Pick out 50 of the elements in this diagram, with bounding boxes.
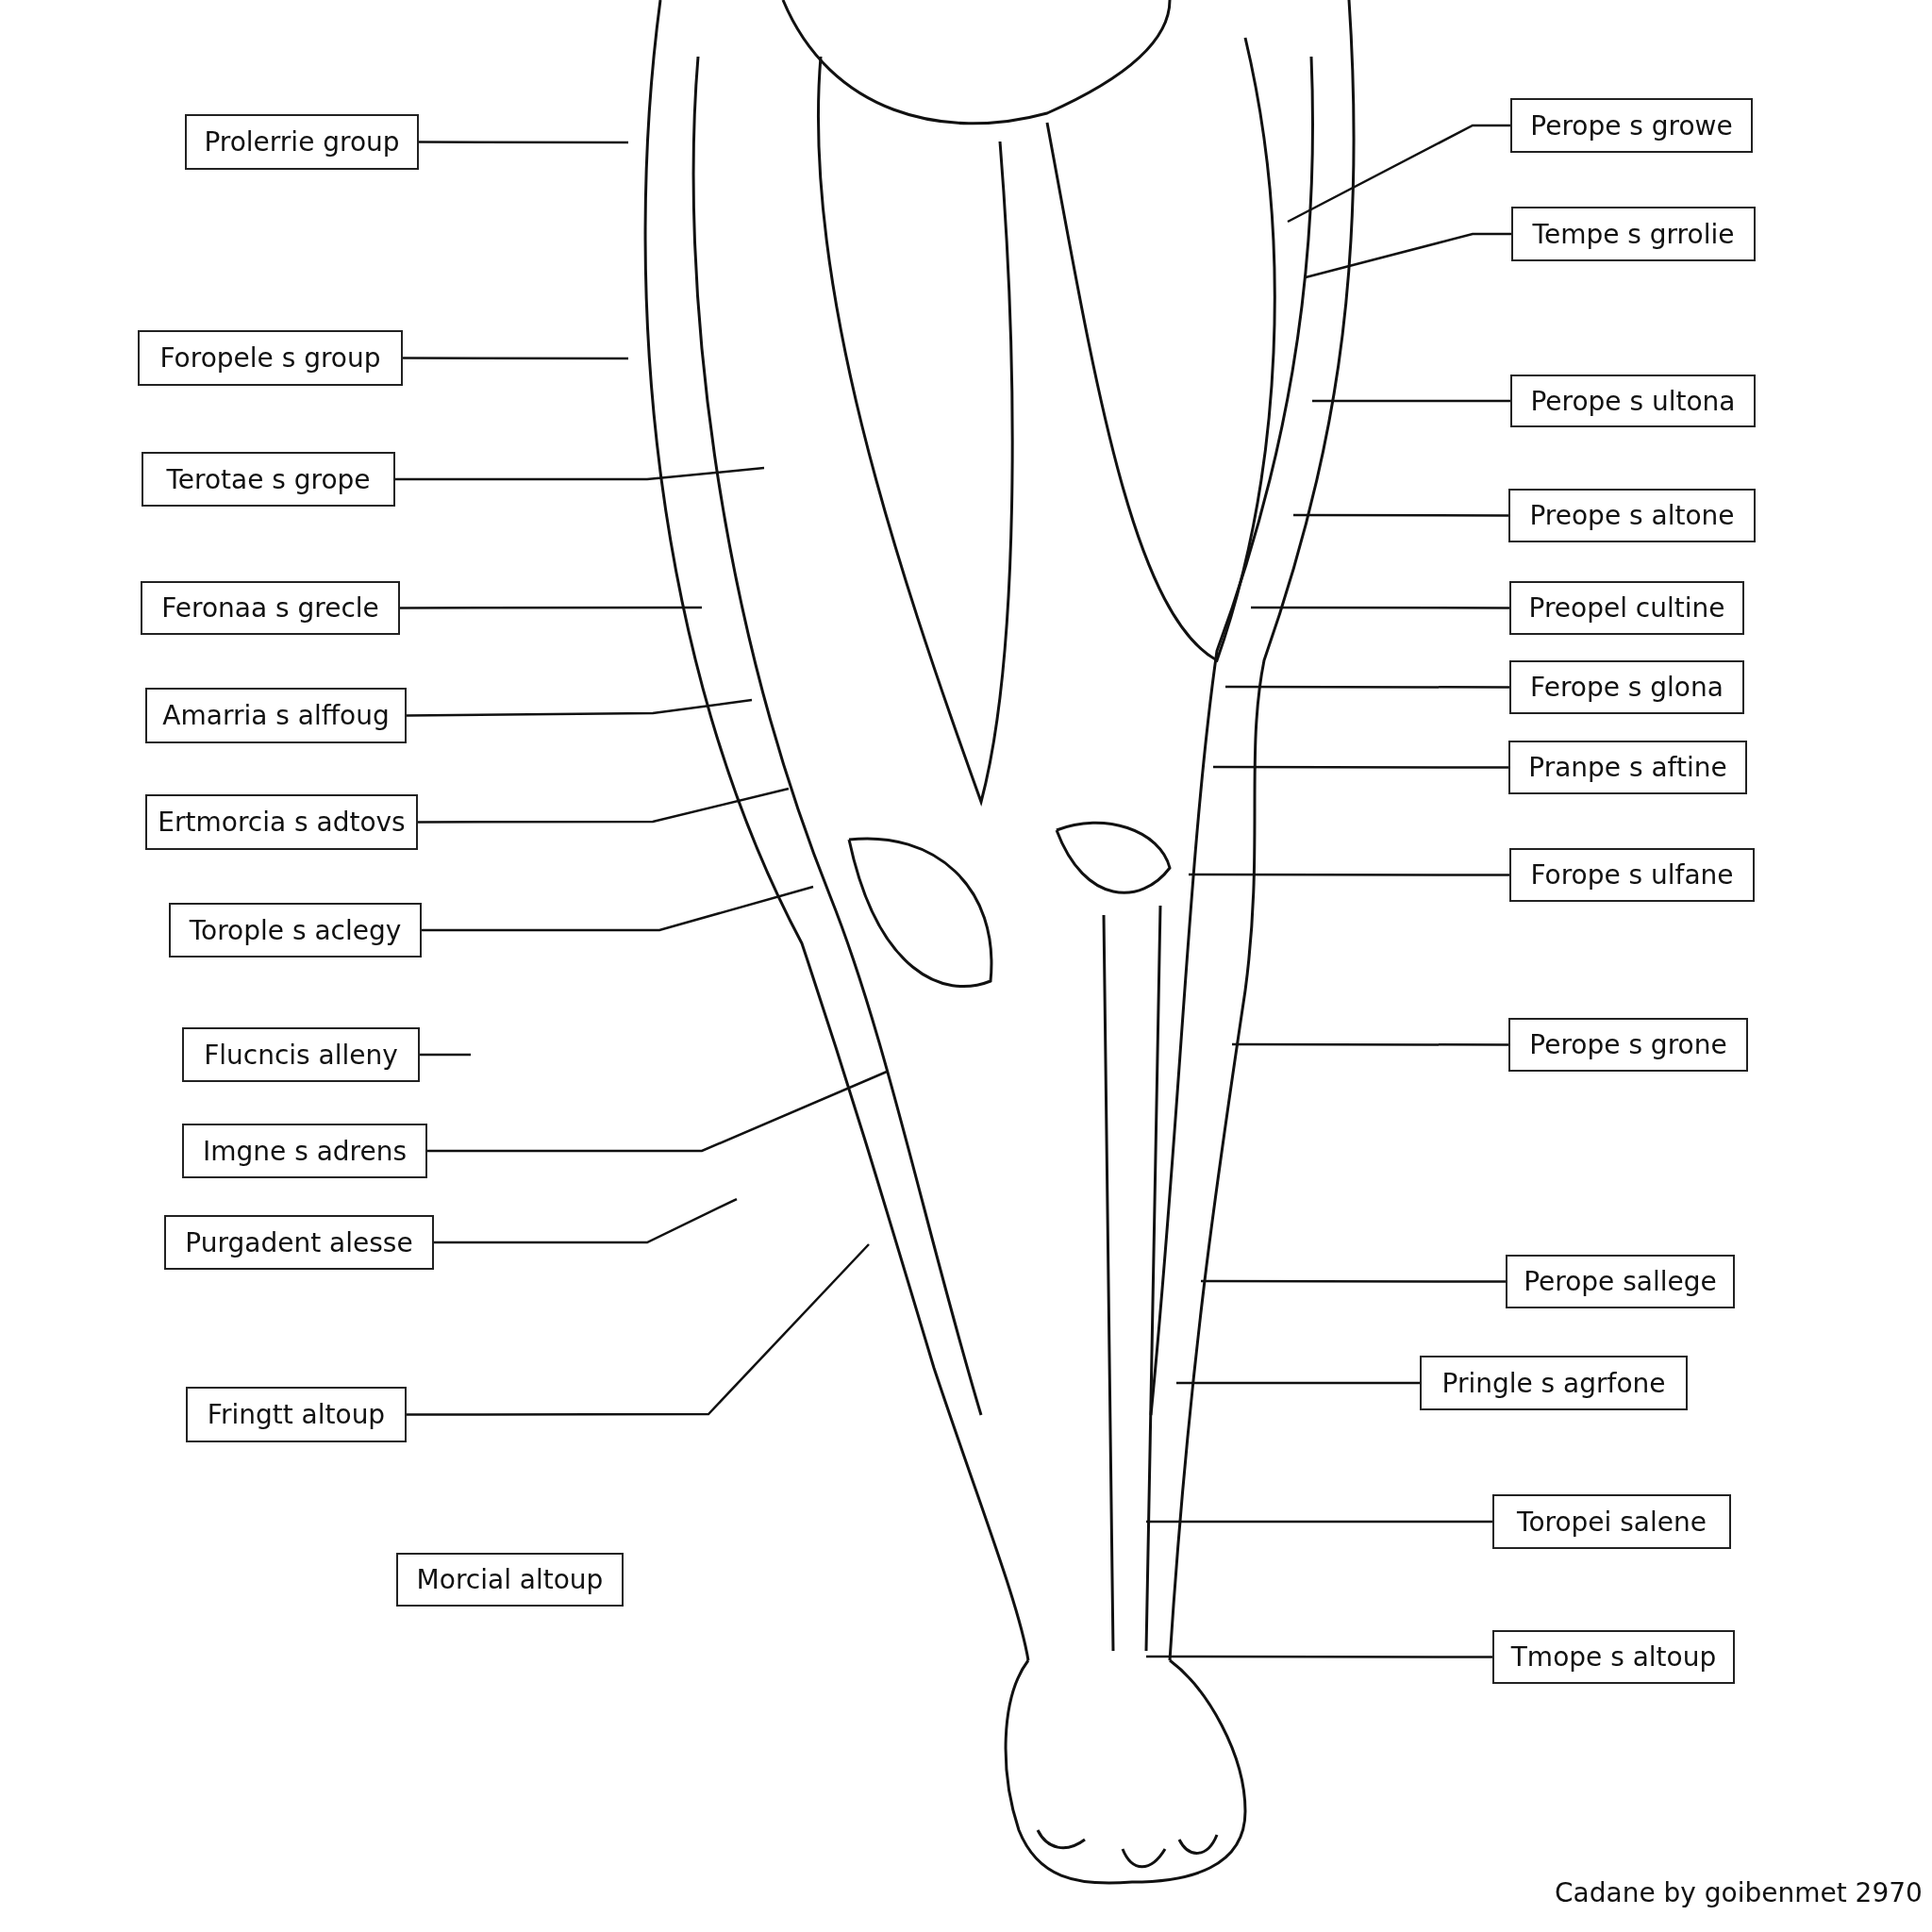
label-box: Perope sallege: [1506, 1255, 1735, 1308]
label-box: Perope s grone: [1508, 1018, 1748, 1072]
label-box: Tempe s grrolie: [1511, 207, 1756, 261]
label-box: Tmope s altoup: [1492, 1630, 1735, 1684]
label-box: Flucncis alleny: [182, 1027, 420, 1082]
label-box: Ertmorcia s adtovs: [145, 794, 418, 850]
leader-line: [1146, 1655, 1492, 1658]
label-box: Morcial altoup: [396, 1553, 624, 1607]
label-box: Forope s ulfane: [1509, 848, 1755, 902]
leader-line: [1287, 124, 1510, 224]
label-box: Foropele s group: [138, 330, 403, 386]
leader-line: [1213, 765, 1508, 769]
leader-line: [427, 1070, 888, 1153]
leader-line: [1201, 1279, 1506, 1283]
label-box: Ferope s glona: [1509, 660, 1744, 714]
leader-line: [1176, 1381, 1420, 1385]
label-box: Pringle s agrfone: [1420, 1356, 1688, 1410]
leader-line: [434, 1197, 738, 1244]
leader-line: [420, 1053, 471, 1057]
label-box: Fringtt altoup: [186, 1387, 407, 1442]
leader-line: [1312, 399, 1510, 403]
label-box: Preopel cultine: [1509, 581, 1744, 635]
credit-caption: Cadane by goibenmet 2970: [1555, 1877, 1923, 1908]
label-box: Terotae s grope: [142, 452, 395, 507]
leader-line: [1189, 873, 1509, 876]
leader-line: [403, 357, 628, 360]
leader-line: [1146, 1520, 1492, 1524]
label-box: Imgne s adrens: [182, 1124, 427, 1178]
leader-line: [1225, 685, 1509, 689]
label-box: Preope s altone: [1508, 489, 1756, 542]
label-box: Purgadent alesse: [164, 1215, 434, 1270]
label-box: Pranpe s aftine: [1508, 741, 1747, 794]
leader-line: [407, 698, 753, 717]
label-box: Prolerrie group: [185, 114, 419, 170]
leader-line: [1293, 513, 1508, 517]
leader-line: [1232, 1042, 1508, 1046]
leader-line: [407, 1243, 870, 1416]
label-box: Toropei salene: [1492, 1494, 1731, 1549]
label-box: Amarria s alffoug: [145, 688, 407, 743]
label-box: Perope s growe: [1510, 98, 1753, 153]
label-box: Feronaa s grecle: [141, 581, 400, 635]
leader-line: [1305, 232, 1511, 279]
label-box: Torople s aclegy: [169, 903, 422, 958]
leader-line: [422, 885, 814, 932]
leader-line: [1251, 606, 1509, 609]
label-box: Perope s ultona: [1510, 375, 1756, 427]
leader-line: [400, 606, 702, 609]
leader-line: [419, 141, 628, 144]
leader-line: [418, 787, 790, 824]
leader-line: [395, 466, 765, 481]
